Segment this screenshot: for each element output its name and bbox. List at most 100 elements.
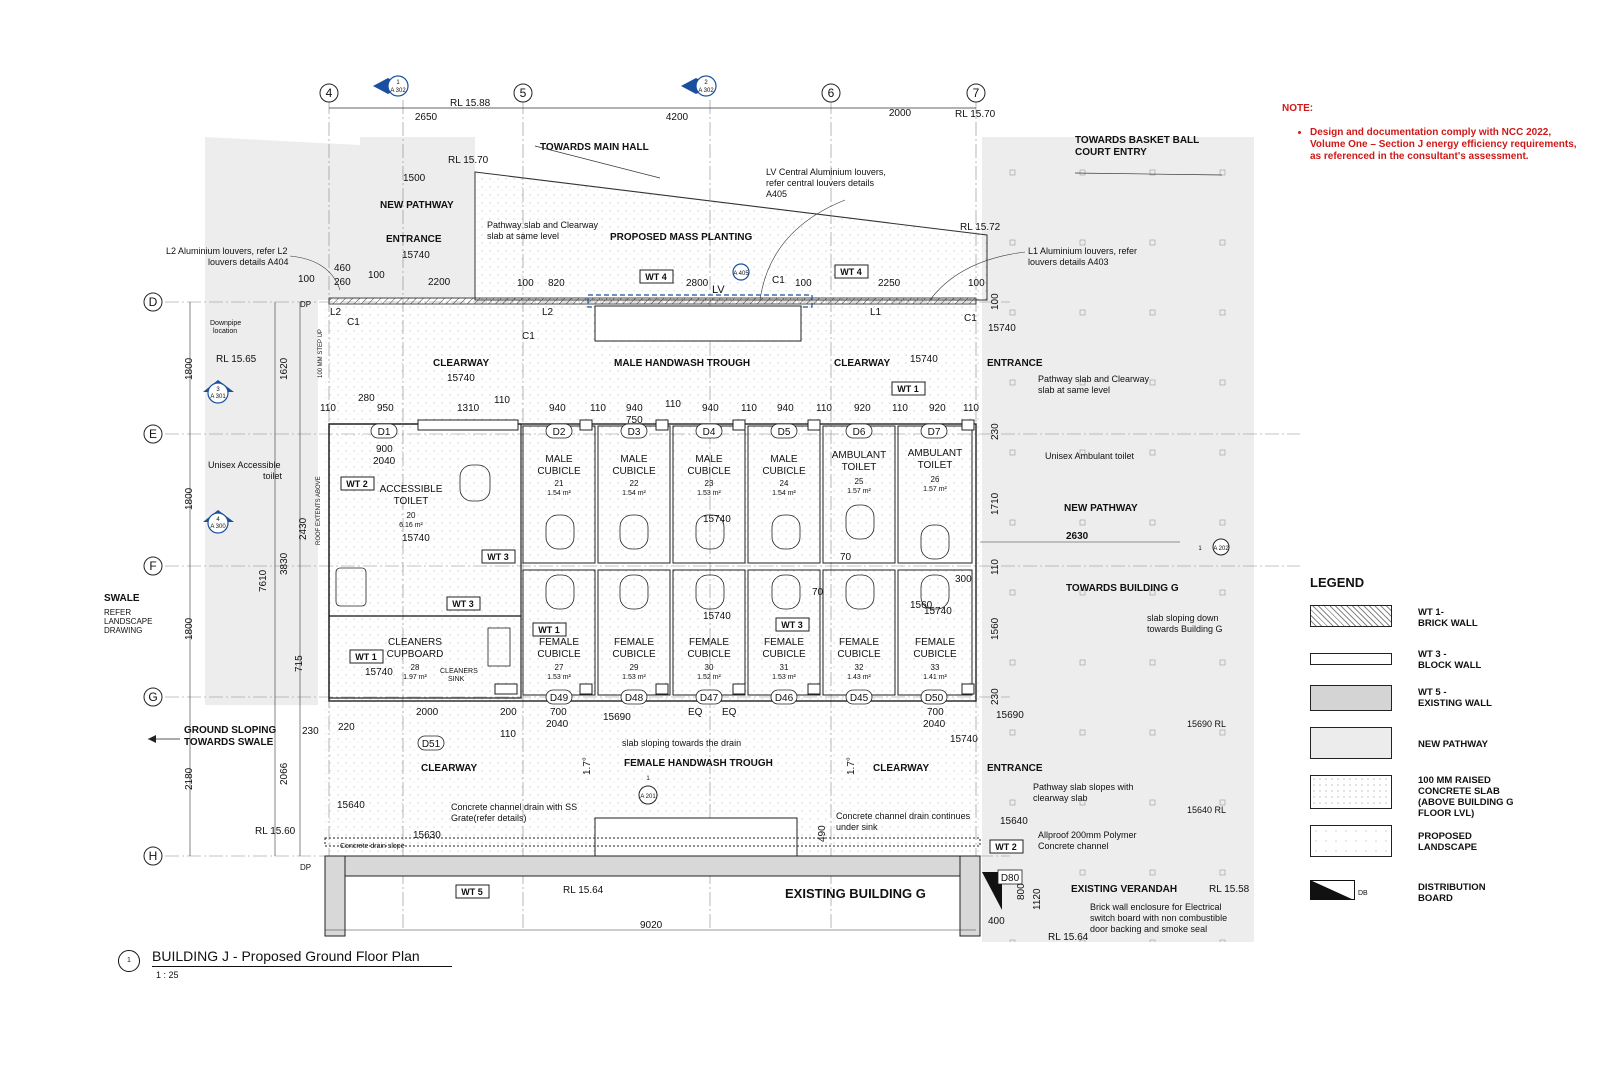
distribution-board-icon: DB	[1310, 880, 1368, 900]
wt2-tag-right: WT 2	[995, 842, 1017, 852]
svg-text:CUBICLE: CUBICLE	[837, 649, 881, 660]
eq-b: EQ	[722, 707, 737, 718]
door-d7: D7	[928, 427, 941, 438]
left-dim-7610: 7610	[258, 569, 269, 592]
svg-text:TOILET: TOILET	[394, 496, 429, 507]
legend-label-raised-slab: 100 MM RAISED CONCRETE SLAB (ABOVE BUILD…	[1418, 775, 1514, 819]
clearway-bottom-right: CLEARWAY	[873, 763, 929, 774]
dim-9020: 9020	[640, 920, 663, 931]
svg-text:1.54 m²: 1.54 m²	[772, 490, 796, 497]
dim-2040-a: 2040	[373, 456, 396, 467]
legend-item-new-pathway: NEW PATHWAY	[1310, 727, 1600, 767]
svg-text:1.43 m²: 1.43 m²	[847, 674, 871, 681]
l2-note-1: L2 Aluminium louvers, refer L2	[166, 246, 288, 256]
legend-label-block-wall: WT 3 - BLOCK WALL	[1418, 649, 1482, 671]
entrance-right: ENTRANCE	[987, 358, 1043, 369]
svg-text:1.53 m²: 1.53 m²	[697, 490, 721, 497]
dim-15740-e: 15740	[703, 611, 731, 622]
slab-sloping-drain: slab sloping towards the drain	[622, 738, 741, 748]
section-4-ref: A 300	[210, 524, 226, 530]
dim-900: 900	[376, 444, 393, 455]
rl-15-65: RL 15.65	[216, 354, 257, 365]
door-d6: D6	[853, 427, 866, 438]
dim-15740-f: 15740	[924, 606, 952, 617]
svg-text:27: 27	[555, 663, 564, 672]
dim-15740-d: 15740	[703, 514, 731, 525]
dim-2040-b: 2040	[546, 719, 569, 730]
existing-verandah: EXISTING VERANDAH	[1071, 884, 1177, 895]
slab-sloping-down-1: slab sloping down	[1147, 613, 1219, 623]
dim-110-i: 110	[500, 729, 516, 740]
ground-sloping-1: GROUND SLOPING	[184, 725, 276, 736]
lv-note-1: LV Central Aluminium louvers,	[766, 167, 886, 177]
svg-text:MALE: MALE	[695, 454, 723, 465]
dim-15740-a: 15740	[447, 373, 475, 384]
entrance-bottom: ENTRANCE	[987, 763, 1043, 774]
right-dim-110: 110	[990, 559, 1001, 575]
left-dim-2180: 2180	[184, 767, 195, 790]
c1-tag-4: C1	[964, 313, 977, 324]
drain-slope: Concrete drain slope	[340, 843, 405, 850]
svg-text:CUBICLE: CUBICLE	[687, 649, 731, 660]
existing-building-g-label: EXISTING BUILDING G	[785, 886, 926, 901]
wt5-tag: WT 5	[461, 887, 483, 897]
dim-110-e: 110	[741, 403, 757, 414]
dim-15690-a: 15690	[603, 712, 631, 723]
svg-text:TOILET: TOILET	[918, 460, 953, 471]
towards-basketball-line2: COURT ENTRY	[1075, 147, 1147, 158]
clearway-bottom-left: CLEARWAY	[421, 763, 477, 774]
dim-100-d: 100	[795, 278, 812, 289]
dim-2000: 2000	[889, 108, 912, 119]
dim-15740-g: 15740	[365, 667, 393, 678]
dim-200: 200	[500, 707, 517, 718]
brick-enclosure-2: switch board with non combustible	[1090, 913, 1227, 923]
svg-text:CUBICLE: CUBICLE	[612, 466, 656, 477]
dim-100-b: 100	[368, 270, 385, 281]
svg-text:22: 22	[630, 479, 639, 488]
dim-100-c: 100	[517, 278, 534, 289]
dim-70-b: 70	[812, 587, 824, 598]
left-dim-3830: 3830	[279, 552, 290, 575]
svg-text:1.97 m²: 1.97 m²	[403, 674, 427, 681]
dim-220: 220	[338, 722, 355, 733]
grid-row-h: H	[149, 849, 158, 863]
note-heading: NOTE:	[1282, 103, 1314, 114]
svg-text:33: 33	[931, 663, 940, 672]
dim-100-a: 100	[298, 274, 315, 285]
rl-15-58: RL 15.58	[1209, 884, 1250, 895]
svg-text:24: 24	[780, 479, 789, 488]
clearway-top-left: CLEARWAY	[433, 358, 489, 369]
dim-2630: 2630	[1066, 531, 1089, 542]
svg-text:AMBULANT: AMBULANT	[908, 448, 962, 459]
dim-15690-b: 15690	[996, 710, 1024, 721]
slope-b: 1.7°	[846, 757, 857, 775]
grid-col-5: 5	[520, 86, 527, 100]
dim-260: 260	[334, 277, 351, 288]
grid-row-f: F	[149, 559, 156, 573]
roof-extents: ROOF EXTENTS ABOVE	[316, 476, 322, 545]
dim-15740-top: 15740	[402, 250, 430, 261]
dim-920-b: 920	[929, 403, 946, 414]
right-dim-1560: 1560	[990, 617, 1001, 640]
svg-text:FEMALE: FEMALE	[915, 637, 955, 648]
dim-70-a: 70	[840, 552, 852, 563]
downpipe-note-2: location	[213, 328, 237, 335]
dim-15630: 15630	[413, 830, 441, 841]
left-dimensions: 1800 1800 1800 2180 1620 3830 715 2066 7…	[184, 293, 1016, 856]
svg-text:1.54 m²: 1.54 m²	[547, 490, 571, 497]
new-pathway-swatch	[1310, 727, 1392, 759]
svg-text:CUPBOARD: CUPBOARD	[387, 649, 444, 660]
brick-wall-swatch	[1310, 605, 1392, 627]
new-pathway-right: NEW PATHWAY	[1064, 503, 1138, 514]
section-1-ref: A 302	[390, 88, 406, 94]
section-2-num: 2	[704, 80, 708, 86]
refer-landscape-2: LANDSCAPE	[104, 617, 152, 626]
grid-col-4: 4	[326, 86, 333, 100]
allproof-1: Allproof 200mm Polymer	[1038, 830, 1137, 840]
